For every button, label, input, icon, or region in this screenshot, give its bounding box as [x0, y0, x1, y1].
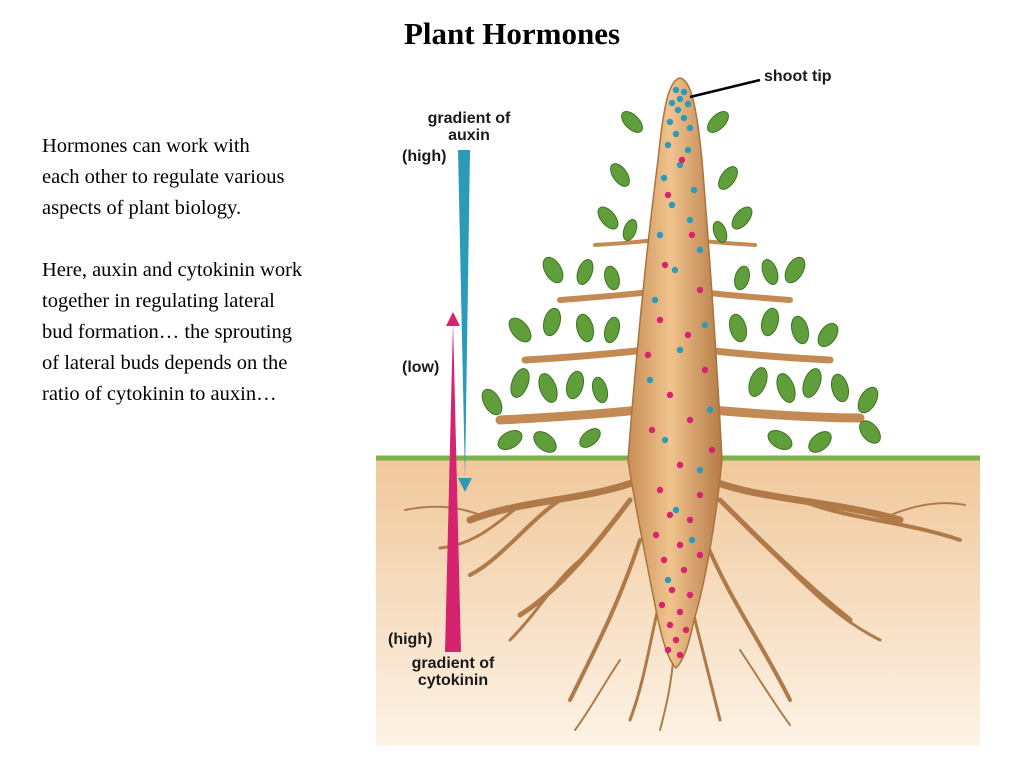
leaves: [481, 111, 881, 453]
shoot-tip-pointer: [689, 78, 761, 99]
main-stem: [627, 77, 723, 670]
cytokinin-dots: [644, 156, 716, 659]
auxin-gradient-wedge: [458, 150, 470, 480]
cytokinin-gradient-wedge: [445, 322, 461, 652]
label-auxin-high: (high): [402, 148, 447, 165]
label-auxin-gradient-line2: auxin: [448, 127, 490, 144]
label-shoot-tip: shoot tip: [764, 68, 832, 85]
paragraph-hormones-intro: Hormones can work with each other to reg…: [42, 135, 285, 219]
label-cytokinin-high: (high): [388, 631, 433, 648]
label-auxin-gradient: gradient of auxin: [414, 110, 524, 144]
label-auxin-gradient-line1: gradient of: [427, 110, 511, 127]
auxin-arrowhead: [458, 478, 472, 492]
slide-title: Plant Hormones: [403, 16, 621, 51]
label-cytokinin-gradient-line1: gradient of: [411, 655, 495, 672]
paragraph-auxin-cytokinin: Here, auxin and cytokinin work together …: [42, 259, 303, 405]
label-cytokinin-gradient: gradient of cytokinin: [398, 655, 508, 689]
label-low: (low): [402, 359, 440, 376]
roots: [404, 476, 966, 731]
auxin-dots: [646, 86, 714, 584]
cytokinin-arrowhead: [446, 312, 460, 326]
body-text: Hormones can work with each other to reg…: [42, 131, 382, 441]
label-cytokinin-gradient-line2: cytokinin: [417, 672, 489, 689]
